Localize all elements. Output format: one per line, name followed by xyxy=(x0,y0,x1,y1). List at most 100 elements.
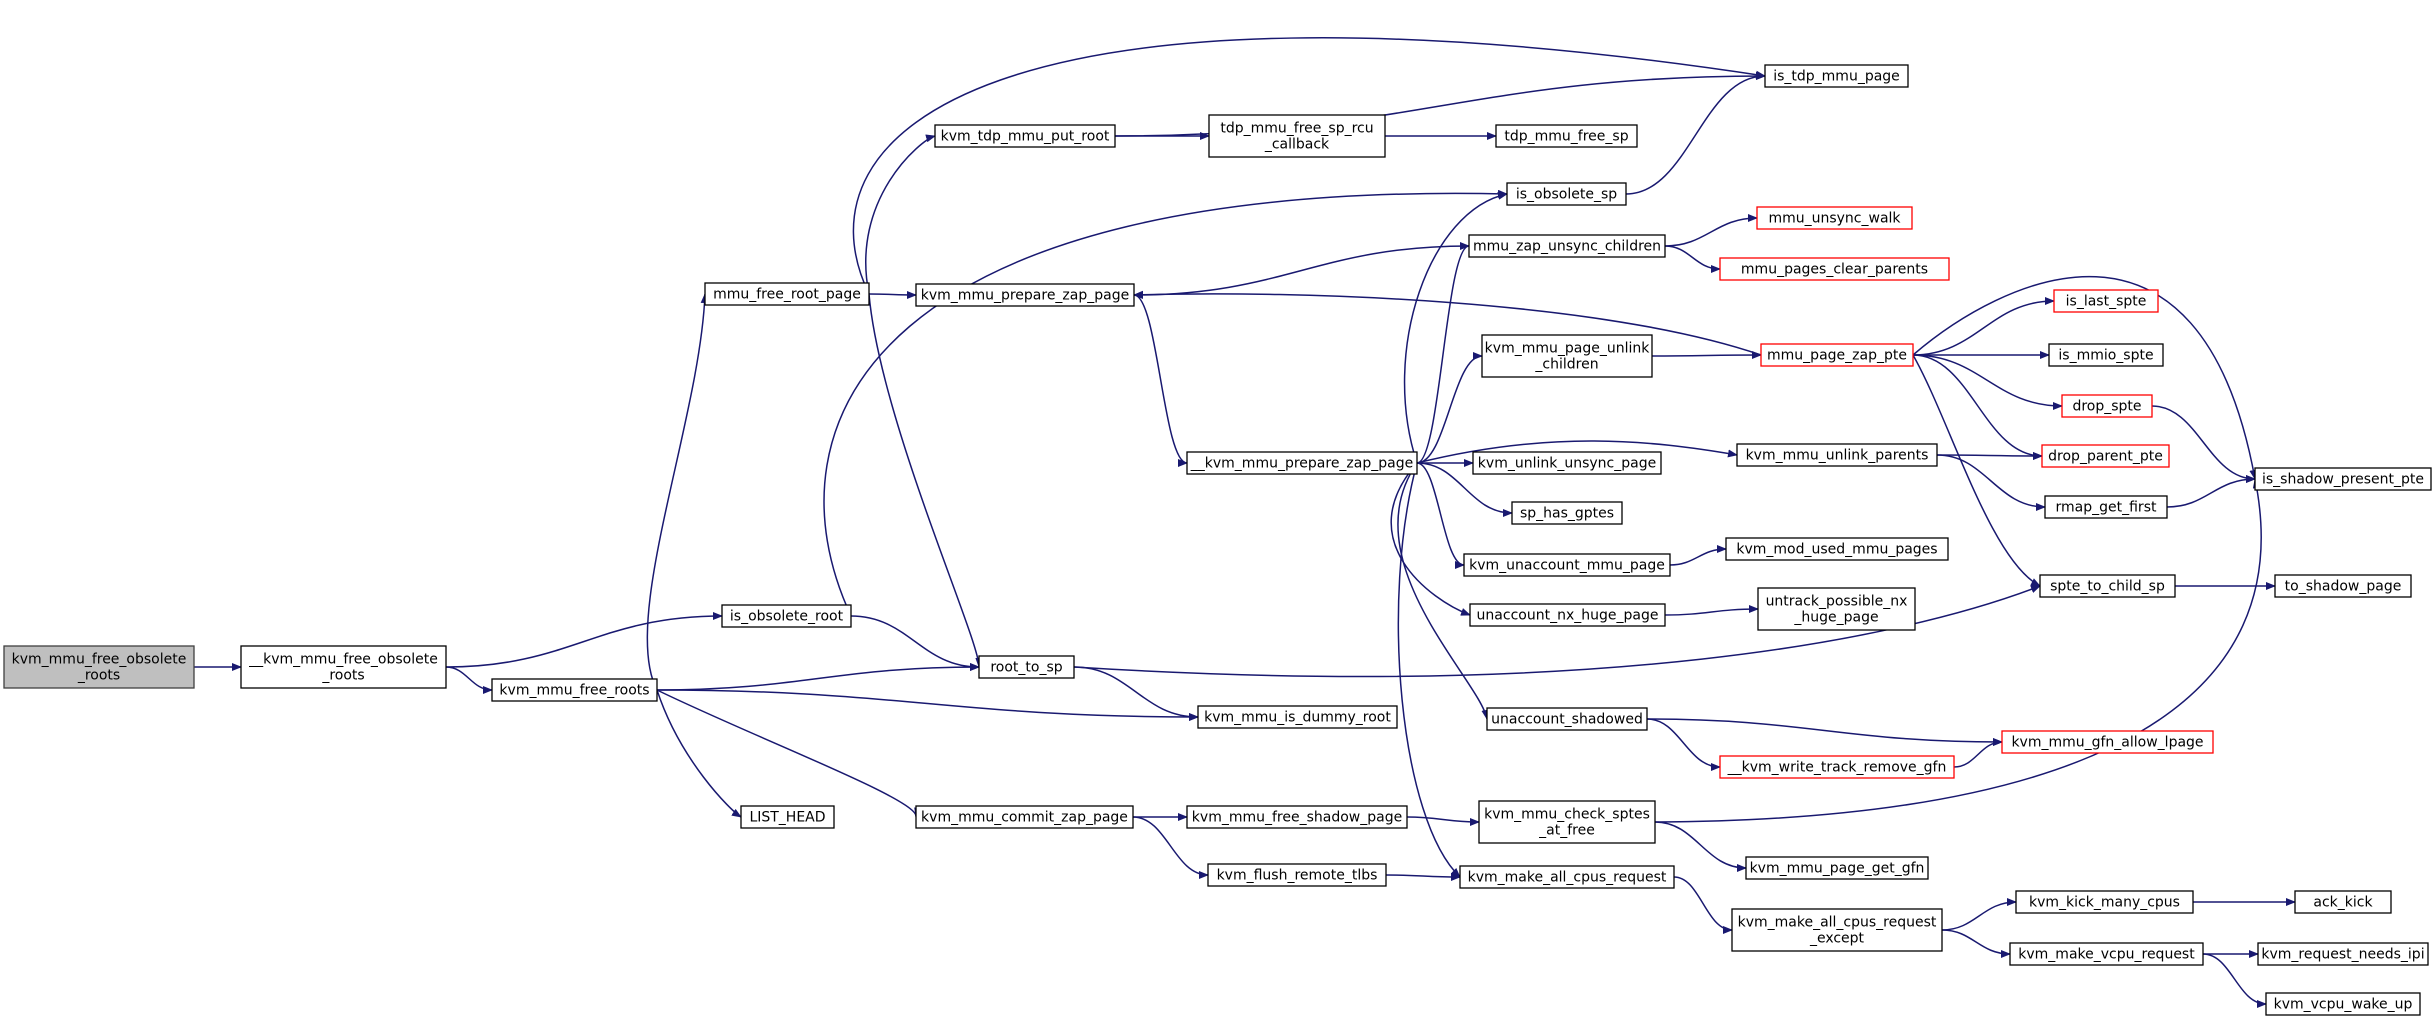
edge-kvm_mmu_commit_zap_page-to-kvm_flush_remote_tlbs xyxy=(1132,816,1209,879)
node-kvm_mmu_page_get_gfn[interactable]: kvm_mmu_page_get_gfn xyxy=(1745,856,1929,880)
node-kvm_mmu_is_dummy_root[interactable]: kvm_mmu_is_dummy_root xyxy=(1197,705,1398,729)
edge-unaccount_shadowed-to-__kvm_write_track_remove_gfn xyxy=(1646,718,1721,771)
edge-__kvm_write_track_remove_gfn-to-kvm_mmu_gfn_allow_lpage xyxy=(1953,738,2003,768)
node-label: kvm_make_all_cpus_request xyxy=(1468,870,1667,886)
node-rmap_get_first[interactable]: rmap_get_first xyxy=(2044,495,2168,519)
node-box xyxy=(1486,707,1648,731)
node-kvm_vcpu_wake_up[interactable]: kvm_vcpu_wake_up xyxy=(2265,992,2421,1016)
edge-kvm_mmu_unlink_parents-to-drop_parent_pte xyxy=(1936,451,2043,460)
edge-is_obsolete_sp-to-is_tdp_mmu_page xyxy=(1625,72,1766,195)
node-is_shadow_present_pte[interactable]: is_shadow_present_pte xyxy=(2254,467,2432,491)
node-kvm_mmu_gfn_allow_lpage[interactable]: kvm_mmu_gfn_allow_lpage xyxy=(2001,730,2214,754)
node-box xyxy=(2009,942,2204,966)
edge-kvm_mmu_prepare_zap_page-to-__kvm_mmu_prepare_zap_page xyxy=(1133,294,1188,467)
node-drop_spte[interactable]: drop_spte xyxy=(2061,394,2153,418)
edge-kvm_make_all_cpus_request_except-to-kvm_make_vcpu_request xyxy=(1941,929,2011,958)
node-box xyxy=(1757,587,1916,631)
node-is_mmio_spte[interactable]: is_mmio_spte xyxy=(2048,343,2164,367)
node-kvm_mmu_commit_zap_page[interactable]: kvm_mmu_commit_zap_page xyxy=(915,805,1134,829)
node-__kvm_mmu_free_obsolete_roots[interactable]: __kvm_mmu_free_obsolete_roots xyxy=(240,645,447,689)
node-kvm_mmu_free_shadow_page[interactable]: kvm_mmu_free_shadow_page xyxy=(1186,805,1408,829)
edge-mmu_page_zap_pte-to-spte_to_child_sp xyxy=(1912,354,2041,587)
node-untrack_possible_nx_huge_page[interactable]: untrack_possible_nx_huge_page xyxy=(1757,587,1916,631)
node-box xyxy=(2265,992,2421,1016)
edge-kvm_mmu_check_sptes_at_free-to-kvm_mmu_page_get_gfn xyxy=(1654,821,1747,872)
node-LIST_HEAD[interactable]: LIST_HEAD xyxy=(740,805,835,829)
node-kvm_mmu_unlink_parents[interactable]: kvm_mmu_unlink_parents xyxy=(1736,443,1938,467)
node-kvm_mmu_free_obsolete_roots[interactable]: kvm_mmu_free_obsolete_roots xyxy=(3,645,195,689)
node-mmu_zap_unsync_children[interactable]: mmu_zap_unsync_children xyxy=(1468,234,1666,258)
edge-kvm_make_all_cpus_request_except-to-kvm_kick_many_cpus xyxy=(1941,898,2017,931)
edge-__kvm_mmu_prepare_zap_page-to-unaccount_shadowed xyxy=(1397,462,1490,720)
node-is_obsolete_sp[interactable]: is_obsolete_sp xyxy=(1506,182,1627,206)
node-label: kvm_mmu_unlink_parents xyxy=(1746,448,1929,464)
node-sp_has_gptes[interactable]: sp_has_gptes xyxy=(1511,501,1623,525)
node-mmu_unsync_walk[interactable]: mmu_unsync_walk xyxy=(1756,206,1913,230)
node-box xyxy=(1481,334,1653,378)
node-label: kvm_flush_remote_tlbs xyxy=(1217,868,1378,884)
node-box xyxy=(1186,451,1418,475)
node-label: kvm_mmu_is_dummy_root xyxy=(1204,710,1391,726)
node-label: kvm_mmu_free_obsolete xyxy=(12,652,187,668)
node-kvm_request_needs_ipi[interactable]: kvm_request_needs_ipi xyxy=(2257,942,2429,966)
node-label: is_last_spte xyxy=(2066,294,2147,310)
node-label: unaccount_shadowed xyxy=(1491,712,1643,728)
node-label: _roots xyxy=(321,668,364,684)
edge-kvm_mmu_free_roots-to-kvm_mmu_commit_zap_page xyxy=(656,689,922,818)
node-kvm_make_all_cpus_request[interactable]: kvm_make_all_cpus_request xyxy=(1459,865,1675,889)
edge-kvm_mmu_free_roots-to-kvm_mmu_is_dummy_root xyxy=(656,689,1199,721)
node-box xyxy=(915,283,1135,307)
node-label: to_shadow_page xyxy=(2285,579,2402,595)
edge-kvm_unaccount_mmu_page-to-kvm_mod_used_mmu_pages xyxy=(1669,545,1727,566)
node-kvm_mmu_page_unlink_children[interactable]: kvm_mmu_page_unlink_children xyxy=(1481,334,1653,378)
node-unaccount_shadowed[interactable]: unaccount_shadowed xyxy=(1486,707,1648,731)
node-is_last_spte[interactable]: is_last_spte xyxy=(2053,289,2159,313)
node-box xyxy=(1745,856,1929,880)
edge-mmu_free_root_page-to-is_tdp_mmu_page xyxy=(852,37,1766,295)
node-spte_to_child_sp[interactable]: spte_to_child_sp xyxy=(2039,574,2176,598)
edge-mmu_zap_unsync_children-to-mmu_unsync_walk xyxy=(1664,214,1758,247)
node-label: drop_spte xyxy=(2072,399,2141,415)
node-label: LIST_HEAD xyxy=(749,810,825,826)
node-box xyxy=(740,805,835,829)
node-label: __kvm_write_track_remove_gfn xyxy=(1727,760,1947,776)
node-kvm_unaccount_mmu_page[interactable]: kvm_unaccount_mmu_page xyxy=(1463,553,1671,577)
node-mmu_page_zap_pte[interactable]: mmu_page_zap_pte xyxy=(1760,343,1914,367)
node-kvm_make_all_cpus_request_except[interactable]: kvm_make_all_cpus_request_except xyxy=(1731,908,1943,952)
edge-kvm_mmu_page_unlink_children-to-mmu_page_zap_pte xyxy=(1651,351,1762,360)
nodes-layer: kvm_mmu_free_obsolete_roots__kvm_mmu_fre… xyxy=(3,64,2432,1016)
node-mmu_pages_clear_parents[interactable]: mmu_pages_clear_parents xyxy=(1719,257,1950,281)
node-drop_parent_pte[interactable]: drop_parent_pte xyxy=(2041,444,2170,468)
node-__kvm_mmu_prepare_zap_page[interactable]: __kvm_mmu_prepare_zap_page xyxy=(1186,451,1418,475)
node-__kvm_write_track_remove_gfn[interactable]: __kvm_write_track_remove_gfn xyxy=(1719,755,1955,779)
node-tdp_mmu_free_sp[interactable]: tdp_mmu_free_sp xyxy=(1495,124,1638,148)
node-mmu_free_root_page[interactable]: mmu_free_root_page xyxy=(704,282,870,306)
node-is_obsolete_root[interactable]: is_obsolete_root xyxy=(721,604,852,628)
node-kvm_mmu_prepare_zap_page[interactable]: kvm_mmu_prepare_zap_page xyxy=(915,283,1135,307)
node-root_to_sp[interactable]: root_to_sp xyxy=(978,655,1075,679)
node-ack_kick[interactable]: ack_kick xyxy=(2294,890,2392,914)
node-kvm_kick_many_cpus[interactable]: kvm_kick_many_cpus xyxy=(2015,890,2194,914)
edge-is_obsolete_root-to-root_to_sp xyxy=(850,615,980,671)
node-kvm_make_vcpu_request[interactable]: kvm_make_vcpu_request xyxy=(2009,942,2204,966)
node-kvm_unlink_unsync_page[interactable]: kvm_unlink_unsync_page xyxy=(1472,451,1662,475)
node-box xyxy=(1468,234,1666,258)
node-box xyxy=(1459,865,1675,889)
edge-mmu_page_zap_pte-to-drop_parent_pte xyxy=(1912,354,2043,460)
node-kvm_mod_used_mmu_pages[interactable]: kvm_mod_used_mmu_pages xyxy=(1725,537,1949,561)
node-label: kvm_make_all_cpus_request xyxy=(1738,915,1937,931)
edge-__kvm_mmu_prepare_zap_page-to-is_obsolete_sp xyxy=(1403,191,1508,464)
node-kvm_flush_remote_tlbs[interactable]: kvm_flush_remote_tlbs xyxy=(1207,863,1387,887)
node-kvm_mmu_check_sptes_at_free[interactable]: kvm_mmu_check_sptes_at_free xyxy=(1478,800,1656,844)
node-unaccount_nx_huge_page[interactable]: unaccount_nx_huge_page xyxy=(1469,603,1666,627)
node-kvm_tdp_mmu_put_root[interactable]: kvm_tdp_mmu_put_root xyxy=(934,124,1116,148)
node-box xyxy=(491,678,658,702)
node-tdp_mmu_free_sp_rcu_callback[interactable]: tdp_mmu_free_sp_rcu_callback xyxy=(1208,114,1386,158)
node-kvm_mmu_free_roots[interactable]: kvm_mmu_free_roots xyxy=(491,678,658,702)
edge-__kvm_mmu_prepare_zap_page-to-kvm_make_all_cpus_request xyxy=(1397,462,1461,878)
node-box xyxy=(2254,467,2432,491)
node-is_tdp_mmu_page[interactable]: is_tdp_mmu_page xyxy=(1764,64,1909,88)
node-to_shadow_page[interactable]: to_shadow_page xyxy=(2274,574,2412,598)
node-label: root_to_sp xyxy=(990,660,1062,676)
